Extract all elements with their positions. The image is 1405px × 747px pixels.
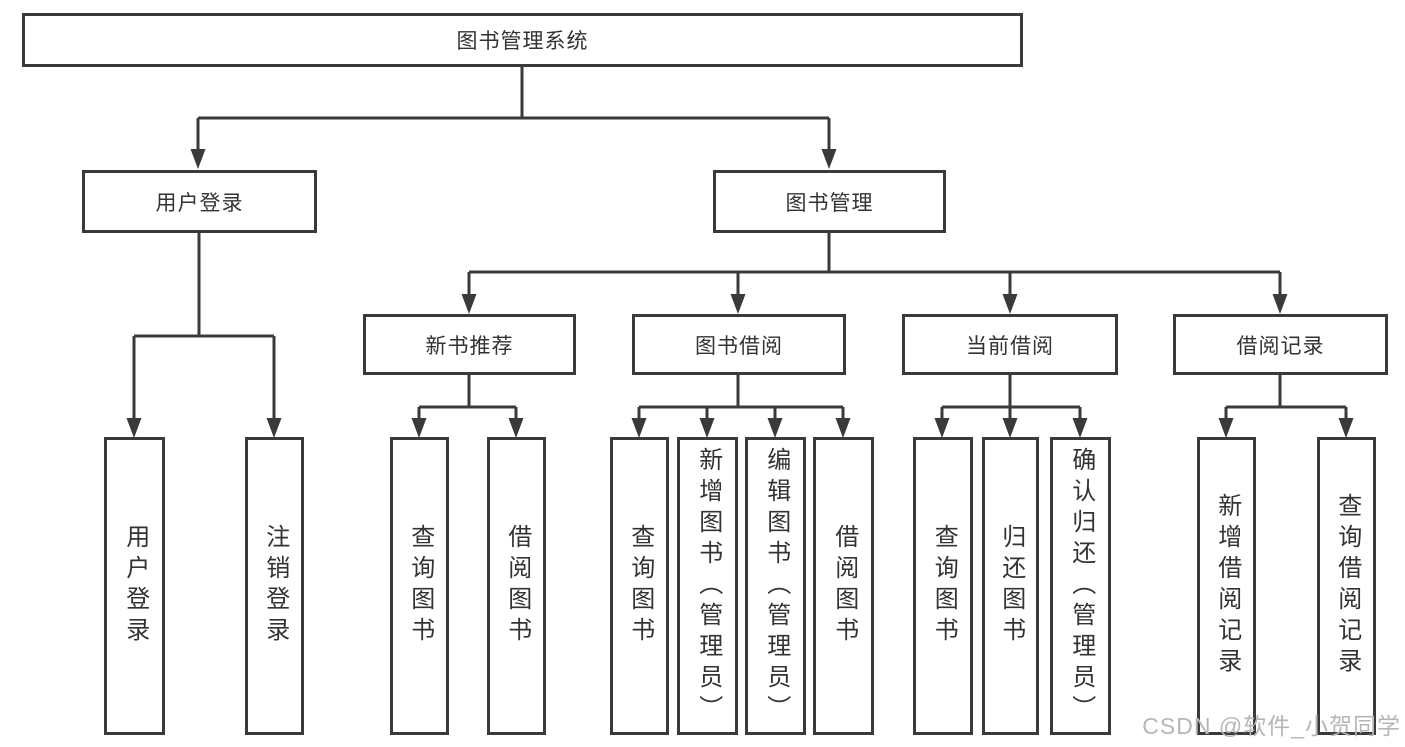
- csdn-watermark: CSDN @软件_小贺同学: [1142, 713, 1401, 739]
- leaf-recommend-query-books: 查询图书: [390, 437, 449, 735]
- leaf-user-login: 用户登录: [104, 437, 165, 735]
- leaf-edit-books-admin: 编辑图书（管理员）: [745, 437, 806, 735]
- arrowheads: [126, 149, 1354, 438]
- leaf-borrow-books: 借阅图书: [813, 437, 874, 735]
- leaf-borrow-query-books: 查询图书: [610, 437, 669, 735]
- leaf-query-borrow-record: 查询借阅记录: [1317, 437, 1376, 735]
- leaf-add-books-admin: 新增图书（管理员）: [677, 437, 738, 735]
- node-book-borrow: 图书借阅: [632, 314, 846, 375]
- node-new-book-recommend: 新书推荐: [363, 314, 576, 375]
- leaf-confirm-return-admin: 确认归还（管理员）: [1050, 437, 1111, 735]
- node-book-management: 图书管理: [713, 170, 946, 233]
- leaf-add-borrow-record: 新增借阅记录: [1197, 437, 1256, 735]
- leaf-logout: 注销登录: [245, 437, 304, 735]
- leaf-recommend-borrow-books: 借阅图书: [487, 437, 546, 735]
- node-current-borrow: 当前借阅: [902, 314, 1118, 375]
- node-root: 图书管理系统: [22, 13, 1023, 67]
- leaf-current-query-books: 查询图书: [913, 437, 973, 735]
- node-user-login: 用户登录: [82, 170, 317, 233]
- leaf-return-books: 归还图书: [982, 437, 1039, 735]
- node-borrow-records: 借阅记录: [1173, 314, 1388, 375]
